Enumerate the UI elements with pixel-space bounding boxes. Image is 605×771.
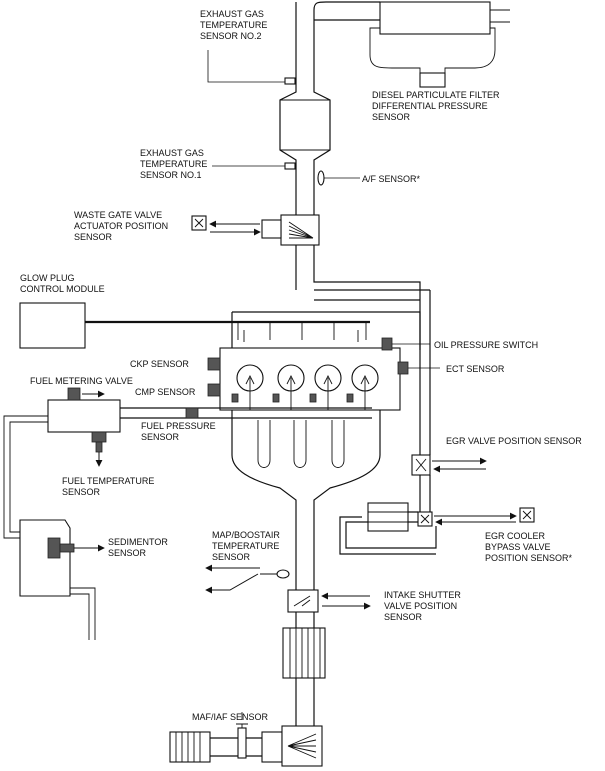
label-intake-shutter-valve-sensor: INTAKE SHUTTER VALVE POSITION SENSOR <box>384 590 461 622</box>
turbocharger <box>261 168 421 300</box>
label-line: WASTE GATE VALVE <box>74 210 162 220</box>
cmp-sensor: CMP SENSOR <box>135 383 221 397</box>
diesel-particulate-filter <box>295 1 510 88</box>
maf-iaf-sensor: MAF/IAF SENSOR <box>192 712 269 759</box>
label-line: BYPASS VALVE <box>485 542 551 552</box>
label-line: SENSOR <box>212 552 251 562</box>
label-line: FUEL PRESSURE <box>141 421 216 431</box>
label-line: EXHAUST GAS <box>200 9 264 19</box>
egr-cooler-bypass-valve-sensor <box>434 507 535 526</box>
label-waste-gate-valve-sensor: WASTE GATE VALVE ACTUATOR POSITION SENSO… <box>74 210 168 242</box>
label-line: FUEL TEMPERATURE <box>62 476 154 486</box>
sedimentor <box>19 519 105 597</box>
label-fuel-temperature-sensor: FUEL TEMPERATURE SENSOR <box>62 476 154 497</box>
label-maf-iaf-sensor: MAF/IAF SENSOR <box>192 712 269 722</box>
ckp-sensor: CKP SENSOR <box>130 357 221 371</box>
label-line: FUEL METERING VALVE <box>30 376 133 386</box>
label-egr-valve-position-sensor: EGR VALVE POSITION SENSOR <box>446 436 582 446</box>
common-rail <box>120 407 372 419</box>
exhaust-gas-temp-sensor-2 <box>207 50 296 85</box>
label-line: SENSOR NO.2 <box>200 31 262 41</box>
label-line: SENSOR NO.1 <box>140 170 202 180</box>
fuel-pump <box>47 387 121 467</box>
label-line: TEMPERATURE <box>212 541 279 551</box>
label-line: MAP/BOOSTAIR <box>212 530 280 540</box>
label-line: EGR COOLER <box>485 531 546 541</box>
af-sensor: A/F SENSOR* <box>317 170 421 186</box>
label-line: TEMPERATURE <box>200 20 267 30</box>
label-line: SENSOR <box>74 232 113 242</box>
label-line: TEMPERATURE <box>140 159 207 169</box>
intake-manifold <box>231 410 381 590</box>
label-line: EGR VALVE POSITION SENSOR <box>446 436 582 446</box>
label-egr-cooler-bypass-valve-sensor: EGR COOLER BYPASS VALVE POSITION SENSOR* <box>485 531 573 563</box>
label-ect-sensor: ECT SENSOR <box>446 364 505 374</box>
label-map-boost-air-temp-sensor: MAP/BOOSTAIR TEMPERATURE SENSOR <box>212 530 280 562</box>
label-fuel-metering-valve: FUEL METERING VALVE <box>30 376 133 386</box>
label-line: SENSOR <box>62 487 101 497</box>
map-boost-air-temp-sensor <box>205 564 290 594</box>
waste-gate-valve-sensor <box>191 215 261 236</box>
label-line: GLOW PLUG <box>20 273 75 283</box>
label-line: DIESEL PARTICULATE FILTER <box>372 90 500 100</box>
label-line: DIFFERENTIAL PRESSURE <box>372 101 488 111</box>
ect-sensor: ECT SENSOR <box>397 361 505 375</box>
label-line: SEDIMENTOR <box>108 537 168 547</box>
label-line: SENSOR <box>372 112 411 122</box>
engine-block <box>219 311 421 411</box>
label-line: SENSOR <box>108 548 147 558</box>
label-line: VALVE POSITION <box>384 601 457 611</box>
label-ckp-sensor: CKP SENSOR <box>130 359 189 369</box>
label-line: POSITION SENSOR* <box>485 553 573 563</box>
exhaust-gas-temp-sensor-1 <box>212 162 296 170</box>
intake-shutter-valve-sensor <box>287 589 371 613</box>
egr-system <box>314 289 437 555</box>
intercooler <box>282 612 326 728</box>
label-exhaust-gas-temp-sensor-2: EXHAUST GAS TEMPERATURE SENSOR NO.2 <box>200 9 267 41</box>
label-line: SENSOR <box>141 432 180 442</box>
label-sedimentor-sensor: SEDIMENTOR SENSOR <box>108 537 168 558</box>
label-oil-pressure-switch: OIL PRESSURE SWITCH <box>434 340 538 350</box>
label-line: CONTROL MODULE <box>20 284 105 294</box>
label-fuel-pressure-sensor: FUEL PRESSURE SENSOR <box>141 421 216 442</box>
air-intake <box>169 725 323 767</box>
label-dpf-differential-pressure-sensor: DIESEL PARTICULATE FILTER DIFFERENTIAL P… <box>372 90 500 122</box>
label-glow-plug-control-module: GLOW PLUG CONTROL MODULE <box>20 273 105 294</box>
label-line: SENSOR <box>384 612 423 622</box>
oxidation-catalyst <box>279 82 331 168</box>
oil-pressure-switch: OIL PRESSURE SWITCH <box>381 337 538 351</box>
label-cmp-sensor: CMP SENSOR <box>135 387 196 397</box>
glow-plug-control-module <box>19 302 370 349</box>
label-line: INTAKE SHUTTER <box>384 590 461 600</box>
label-af-sensor: A/F SENSOR* <box>362 174 421 184</box>
egr-valve-position-sensor <box>432 457 487 473</box>
label-exhaust-gas-temp-sensor-1: EXHAUST GAS TEMPERATURE SENSOR NO.1 <box>140 148 207 180</box>
label-line: EXHAUST GAS <box>140 148 204 158</box>
label-line: ACTUATOR POSITION <box>74 221 168 231</box>
